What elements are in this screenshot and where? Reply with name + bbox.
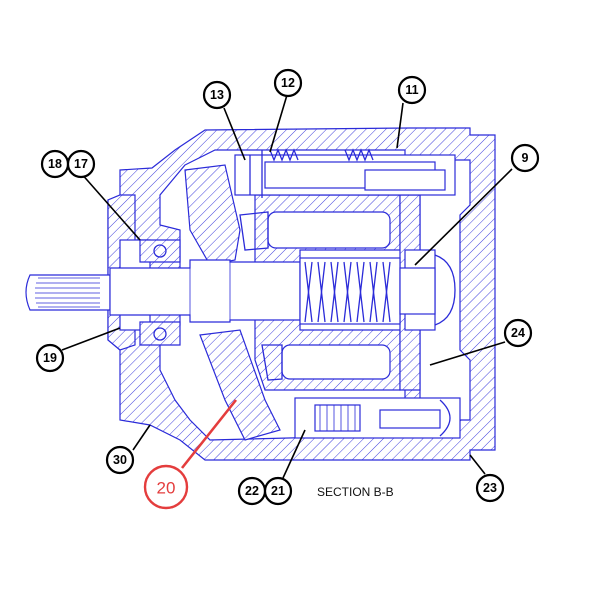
callout-30-label: 30 xyxy=(113,453,127,467)
callout-9-label: 9 xyxy=(522,151,529,165)
callout-17: 17 xyxy=(66,149,96,179)
callout-23-label: 23 xyxy=(483,481,497,495)
callout-30: 30 xyxy=(105,445,135,475)
callout-9: 9 xyxy=(510,143,540,173)
callout-12-label: 12 xyxy=(281,76,295,90)
callout-24-label: 24 xyxy=(511,326,525,340)
callout-19: 19 xyxy=(35,343,65,373)
callout-13-label: 13 xyxy=(210,88,224,102)
highlight-callout-20-label: 20 xyxy=(157,479,176,498)
callout-12: 12 xyxy=(273,68,303,98)
callout-leaders xyxy=(61,94,513,479)
callout-19-label: 19 xyxy=(43,351,57,365)
callout-24: 24 xyxy=(503,318,533,348)
control-piston-bottom xyxy=(294,397,461,439)
callout-13: 13 xyxy=(202,80,232,110)
callout-22: 22 xyxy=(237,476,267,506)
highlight-leader xyxy=(180,399,238,469)
swash-plate xyxy=(184,164,281,441)
center-spring xyxy=(304,261,391,323)
callout-21: 21 xyxy=(263,476,293,506)
callout-18-label: 18 xyxy=(48,157,62,171)
callout-21-label: 21 xyxy=(271,484,285,498)
callout-11: 11 xyxy=(397,75,427,105)
section-label: SECTION B-B xyxy=(317,485,394,499)
callout-18: 18 xyxy=(40,149,70,179)
callout-22-label: 22 xyxy=(245,484,259,498)
callout-11-label: 11 xyxy=(405,83,418,97)
highlight-callout-20: 20 xyxy=(143,464,189,510)
callout-17-label: 17 xyxy=(74,157,88,171)
callout-23: 23 xyxy=(475,473,505,503)
front-bearing xyxy=(139,239,181,346)
control-piston-top xyxy=(234,148,456,198)
